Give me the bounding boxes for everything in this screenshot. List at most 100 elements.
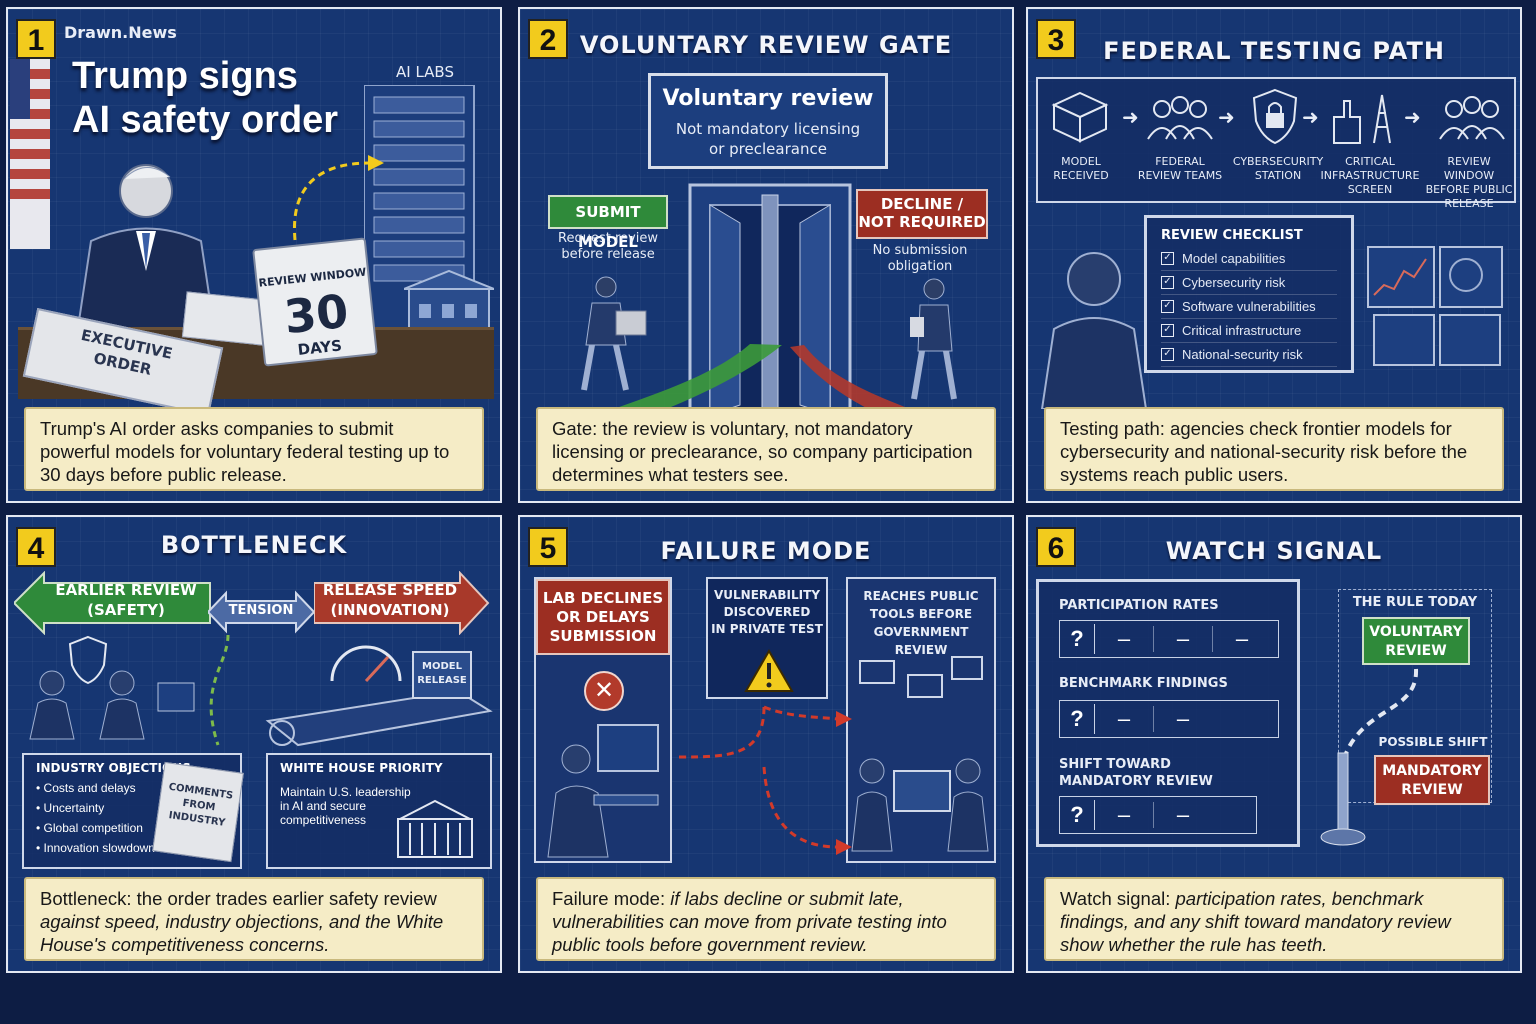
checklist-item: ✓Software vulnerabilities — [1161, 295, 1337, 319]
submit-model-label: SUBMIT MODEL — [548, 195, 668, 251]
crate-line1: MODEL — [422, 661, 462, 672]
crate-line2: RELEASE — [417, 675, 467, 686]
checklist-title: REVIEW CHECKLIST — [1161, 228, 1303, 243]
decline-line2: NOT REQUIRED — [858, 213, 986, 231]
dashed-arrow — [292, 155, 384, 241]
panel-6: 6 WATCH SIGNAL PARTICIPATION RATES ? – –… — [1026, 515, 1522, 973]
signals-board: PARTICIPATION RATES ? – – – BENCHMARK FI… — [1036, 579, 1300, 847]
model-release-crate: MODEL RELEASE — [412, 651, 472, 699]
checkbox-icon: ✓ — [1161, 324, 1174, 337]
dashed-connector — [209, 635, 230, 746]
red-dashed-arrows — [677, 705, 852, 855]
panel-title: FAILURE MODE — [660, 537, 872, 565]
caption: Failure mode: if labs decline or submit … — [536, 877, 996, 961]
panel-3: 3 FEDERAL TESTING PATH ➜ ➜ ➜ ➜ — [1026, 7, 1522, 503]
headline-line1: Trump signs — [72, 55, 298, 97]
arrow-icon: ➜ — [1122, 105, 1139, 129]
earlier-review-line2: (SAFETY) — [87, 601, 165, 619]
lock-shield-icon — [1252, 88, 1298, 145]
panel-4: 4 BOTTLENECK EARLIER REVIEW (SAFETY) TEN… — [6, 515, 502, 973]
calendar-30-days: REVIEW WINDOW 30 DAYS — [252, 237, 378, 367]
headline-line2: AI safety order — [72, 99, 339, 141]
checkbox-icon: ✓ — [1161, 348, 1174, 361]
analyst-illustration — [1040, 252, 1148, 409]
question-mark: ? — [1060, 800, 1095, 830]
sign-sub1: Not mandatory licensing — [675, 120, 861, 138]
panel-number: 3 — [1036, 19, 1076, 59]
dash: – — [1095, 626, 1154, 652]
panel-1: 1 Drawn.News Trump signs AI safety order… — [6, 7, 502, 503]
checklist-item: ✓Cybersecurity risk — [1161, 271, 1337, 295]
walker-leaving-illustration — [910, 278, 957, 400]
checklist-item: ✓Critical infrastructure — [1161, 319, 1337, 343]
tension-arrow — [208, 590, 314, 634]
flag-icon — [10, 59, 50, 249]
conveyor-belt-illustration — [265, 689, 493, 747]
white-house-icon — [397, 799, 473, 858]
comments-paper: COMMENTS FROM INDUSTRY — [152, 761, 244, 863]
objection-item: • Innovation slowdown — [36, 841, 155, 855]
panel-number: 1 — [16, 19, 56, 59]
monitor-chart-icon — [1367, 246, 1503, 366]
benchmark-row: ? – – — [1059, 700, 1279, 738]
shield-icon — [68, 635, 108, 685]
question-mark: ? — [1060, 704, 1095, 734]
earlier-review-line1: EARLIER REVIEW — [55, 581, 197, 599]
dash: – — [1154, 626, 1213, 652]
signing-figure-illustration — [74, 164, 218, 341]
shift-row: ? – – — [1059, 796, 1257, 834]
panel-title: FEDERAL TESTING PATH — [1103, 37, 1445, 65]
review-checklist-panel: REVIEW CHECKLIST ✓Model capabilities ✓Cy… — [1144, 215, 1354, 373]
public-users-illustration — [851, 656, 989, 852]
participation-row: ? – – – — [1059, 620, 1279, 658]
release-speed-arrow — [314, 571, 490, 635]
review-team-icon — [1147, 96, 1213, 140]
possible-shift-label: POSSIBLE SHIFT — [1378, 735, 1488, 749]
participation-label: PARTICIPATION RATES — [1059, 598, 1219, 613]
box-icon — [1051, 91, 1109, 143]
benchmark-label: BENCHMARK FINDINGS — [1059, 676, 1228, 691]
objection-item: • Uncertainty — [36, 801, 105, 815]
caption: Trump's AI order asks companies to submi… — [24, 407, 484, 491]
submit-sub1: Request review — [558, 231, 658, 246]
warning-icon — [744, 649, 794, 692]
brand-label: Drawn.News — [64, 23, 177, 42]
audience-icon — [1439, 96, 1505, 140]
rule-today-label: THE RULE TODAY — [1352, 595, 1478, 610]
objections-title: INDUSTRY OBJECTIONS — [36, 761, 191, 775]
dash: – — [1235, 626, 1249, 651]
dash: – — [1176, 802, 1190, 827]
earlier-review-arrow — [14, 571, 211, 635]
checklist-item: ✓National-security risk — [1161, 343, 1337, 367]
panel-number: 2 — [528, 19, 568, 59]
checkbox-icon: ✓ — [1161, 276, 1174, 289]
ai-labs-label: AI LABS — [396, 63, 454, 81]
dash: – — [1095, 802, 1154, 828]
checkbox-icon: ✓ — [1161, 300, 1174, 313]
checklist-item: ✓Model capabilities — [1161, 247, 1337, 271]
release-speed-line2: (INNOVATION) — [330, 601, 450, 619]
panel-number: 6 — [1036, 527, 1076, 567]
gate-illustration — [688, 183, 852, 415]
walker-with-box-illustration — [581, 276, 647, 391]
panel-2: 2 VOLUNTARY REVIEW GATE Voluntary review… — [518, 7, 1014, 503]
decline-sub2: obligation — [887, 259, 953, 274]
release-speed-line1: RELEASE SPEED — [322, 581, 458, 599]
panel-number: 4 — [16, 527, 56, 567]
wh-line3: competitiveness — [280, 813, 367, 827]
sign-title: Voluntary review — [662, 86, 874, 111]
panel-title: VOLUNTARY REVIEW GATE — [579, 31, 953, 59]
